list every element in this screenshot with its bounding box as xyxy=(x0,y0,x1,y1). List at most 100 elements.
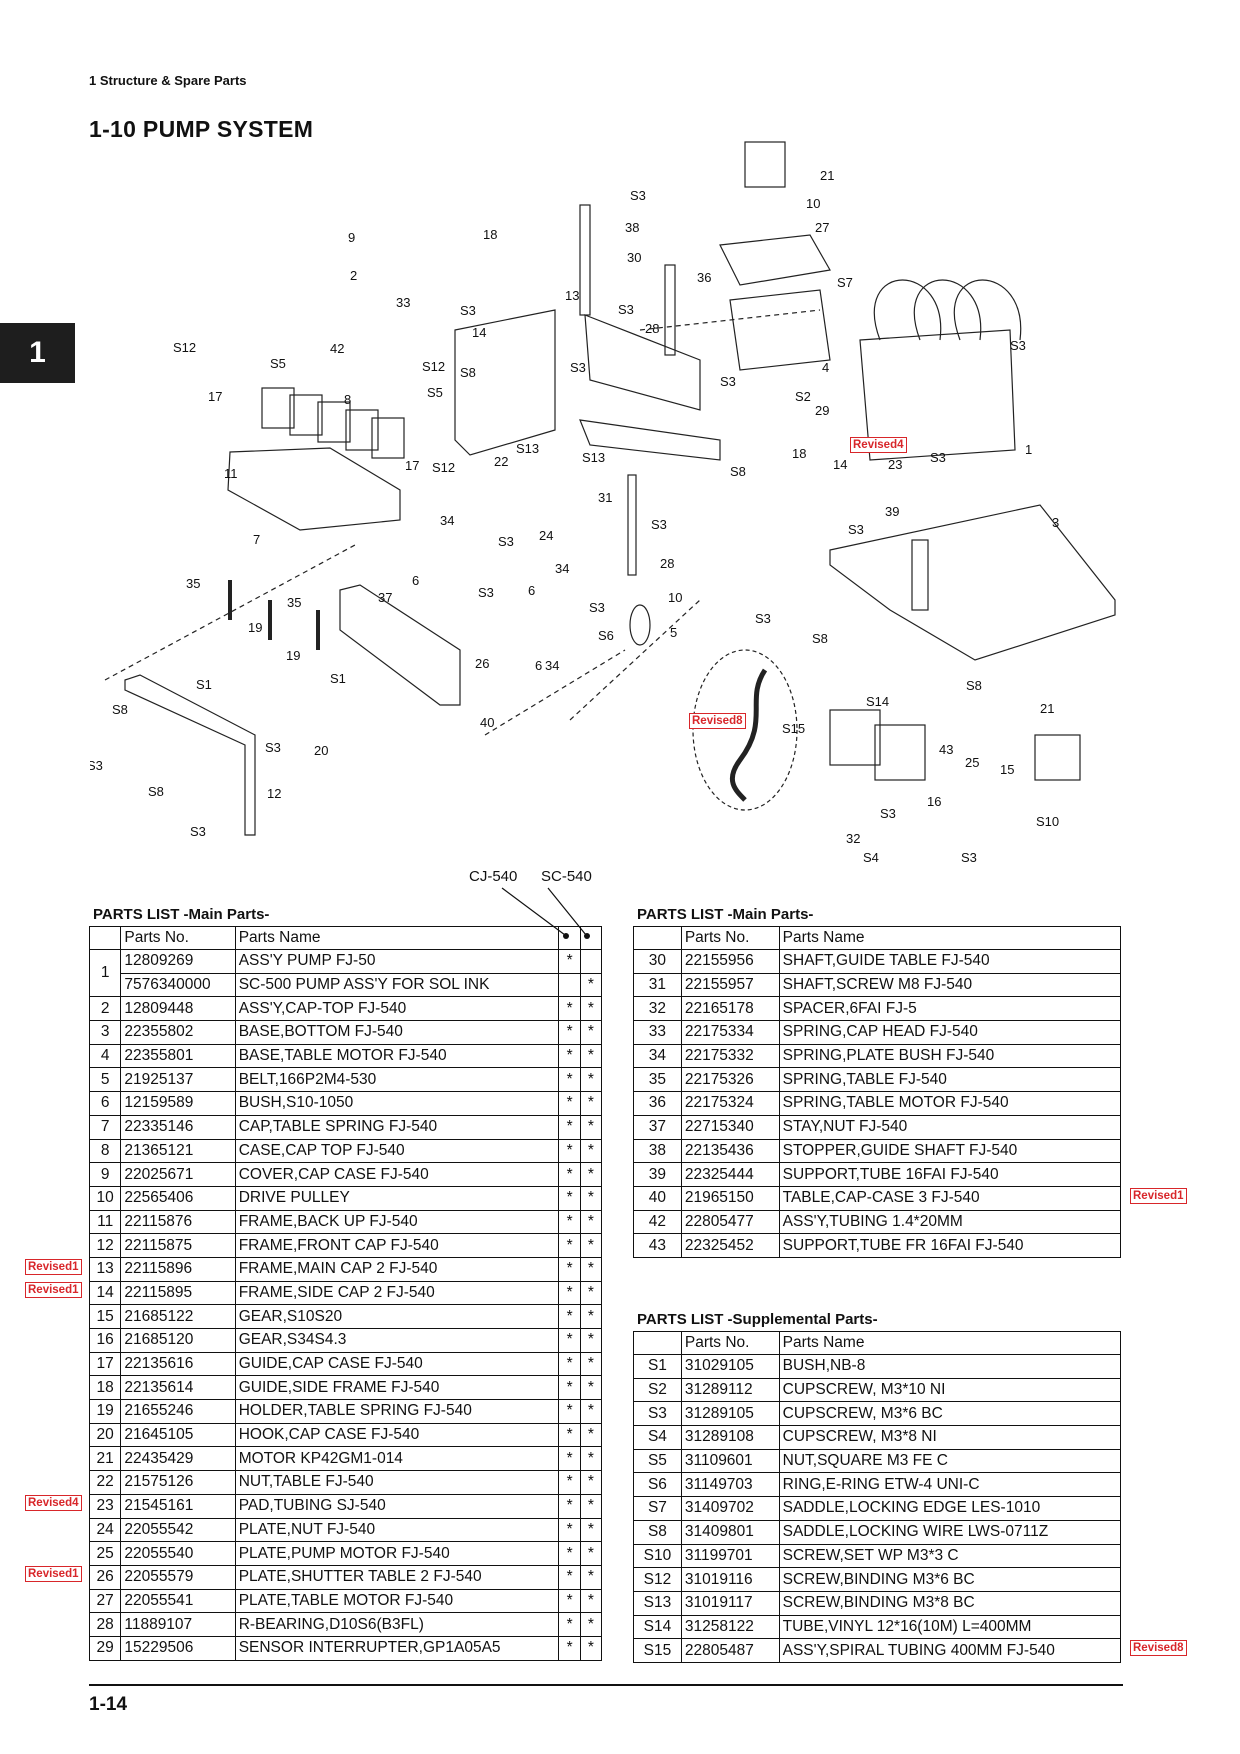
cj540-marker: * xyxy=(558,949,581,974)
row-index: 14 xyxy=(88,1280,122,1306)
svg-text:24: 24 xyxy=(539,528,553,543)
svg-text:31: 31 xyxy=(598,490,612,505)
revision-tag: Revised8 xyxy=(1130,1640,1187,1657)
sc540-marker: * xyxy=(579,1328,603,1353)
row-index: 34 xyxy=(633,1043,682,1069)
row-index: 23 xyxy=(88,1493,122,1519)
part-name: SHAFT,GUIDE TABLE FJ-540 xyxy=(778,949,1122,974)
revision-tag: Revised1 xyxy=(25,1565,82,1582)
pump-assembly-shape xyxy=(859,329,1016,461)
row-index: 9 xyxy=(88,1162,122,1187)
part-number: 22115895 xyxy=(120,1280,236,1306)
top-motor-shape xyxy=(744,141,786,188)
row-index: 36 xyxy=(633,1091,682,1116)
row-index: S15 xyxy=(633,1638,682,1663)
part-number: 22175324 xyxy=(680,1091,780,1116)
sc540-marker: * xyxy=(579,1517,603,1543)
svg-text:S3: S3 xyxy=(961,850,977,865)
svg-text:S13: S13 xyxy=(582,450,605,465)
row-index: 31 xyxy=(633,972,682,998)
part-number: 11889107 xyxy=(120,1612,236,1637)
spiral-tubing-shape xyxy=(729,668,768,802)
svg-text:35: 35 xyxy=(287,595,301,610)
svg-text:S3: S3 xyxy=(478,585,494,600)
part-number: 21545161 xyxy=(120,1493,236,1519)
svg-text:29: 29 xyxy=(815,403,829,418)
table-shape xyxy=(579,419,721,461)
header-parts-name: Parts Name xyxy=(778,926,1122,950)
part-number: 22325444 xyxy=(680,1162,780,1187)
part-name: STOPPER,GUIDE SHAFT FJ-540 xyxy=(778,1138,1122,1164)
svg-text:S3: S3 xyxy=(265,740,281,755)
row-index: 29 xyxy=(88,1635,122,1661)
cj540-marker: * xyxy=(558,1588,581,1614)
sc540-marker: * xyxy=(579,1351,603,1377)
svg-text:19: 19 xyxy=(248,620,262,635)
svg-text:S3: S3 xyxy=(930,450,946,465)
row-index: S5 xyxy=(633,1448,682,1474)
svg-text:3: 3 xyxy=(1052,515,1059,530)
header-cj540-marker xyxy=(558,926,581,950)
revision-tag: Revised1 xyxy=(25,1258,82,1275)
svg-text:22: 22 xyxy=(494,454,508,469)
row-index: 32 xyxy=(633,996,682,1022)
part-number: 22805477 xyxy=(680,1209,780,1235)
svg-text:S3: S3 xyxy=(755,611,771,626)
main-parts-list-title: PARTS LIST -Main Parts- xyxy=(93,906,270,923)
svg-text:14: 14 xyxy=(833,457,847,472)
part-name: NUT,TABLE FJ-540 xyxy=(234,1470,560,1495)
part-name: RING,E-RING ETW-4 UNI-C xyxy=(778,1472,1122,1498)
row-index: 5 xyxy=(88,1067,122,1093)
row-index: S13 xyxy=(633,1590,682,1616)
part-number: 12809448 xyxy=(120,996,236,1022)
svg-text:S8: S8 xyxy=(112,702,128,717)
part-number: 22175332 xyxy=(680,1043,780,1069)
row-index: 17 xyxy=(88,1351,122,1377)
svg-text:34: 34 xyxy=(555,561,569,576)
row-index: S6 xyxy=(633,1472,682,1498)
svg-text:S15: S15 xyxy=(782,721,805,736)
part-name: HOLDER,TABLE SPRING FJ-540 xyxy=(234,1399,560,1424)
svg-text:18: 18 xyxy=(483,227,497,242)
svg-text:26: 26 xyxy=(475,656,489,671)
svg-text:S3: S3 xyxy=(190,824,206,839)
svg-text:21: 21 xyxy=(820,168,834,183)
sc540-marker: * xyxy=(579,1304,603,1329)
svg-text:11: 11 xyxy=(224,466,238,481)
row-index: 42 xyxy=(633,1209,682,1235)
svg-text:S3: S3 xyxy=(720,374,736,389)
main-cap-frame-shape xyxy=(454,309,556,456)
bottom-base-shape xyxy=(829,504,1116,661)
part-number: 22135614 xyxy=(120,1375,236,1401)
row-index: S1 xyxy=(633,1354,682,1379)
revision-tag: Revised8 xyxy=(689,713,746,729)
cj540-marker: * xyxy=(558,1138,581,1164)
row-index: 2 xyxy=(88,996,122,1022)
revision-tag: Revised4 xyxy=(25,1494,82,1511)
part-name: GUIDE,CAP CASE FJ-540 xyxy=(234,1351,560,1377)
svg-text:S1: S1 xyxy=(196,677,212,692)
front-cap-frame-shape xyxy=(124,674,256,836)
svg-text:12: 12 xyxy=(267,786,281,801)
part-number: 31289105 xyxy=(680,1401,780,1427)
part-name: SCREW,BINDING M3*6 BC xyxy=(778,1567,1122,1592)
part-number: 31029105 xyxy=(680,1354,780,1379)
cj540-marker: * xyxy=(558,1446,581,1472)
part-number: 21685122 xyxy=(120,1304,236,1329)
svg-text:S3: S3 xyxy=(618,302,634,317)
part-name: FRAME,FRONT CAP FJ-540 xyxy=(234,1233,560,1258)
header-index-cell xyxy=(633,926,682,950)
